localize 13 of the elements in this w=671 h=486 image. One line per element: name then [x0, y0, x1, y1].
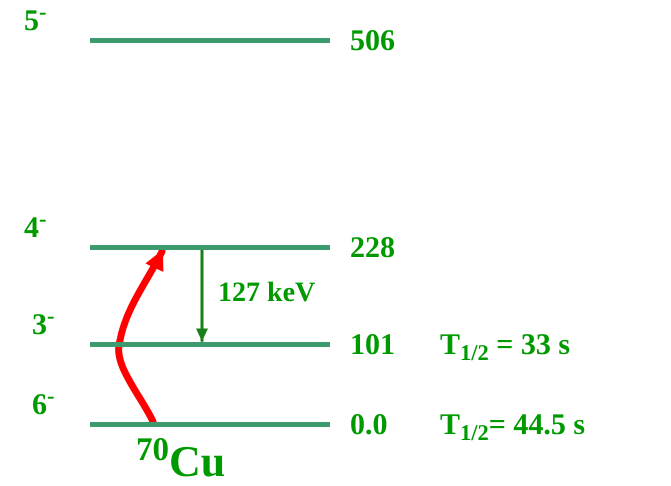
spin-parity-label: 3$^{-}$	[32, 310, 54, 340]
half-life-label: T$_{1/2}$ = 33 s	[440, 330, 570, 360]
energy-label: 101	[350, 330, 395, 360]
arrow	[196, 248, 208, 342]
energy-label: 228	[350, 233, 395, 263]
spin-parity-label: 6$^{-}$	[32, 390, 54, 420]
spin-parity-label: 5$^{-}$	[24, 6, 46, 36]
spin-parity-label: 4$^{-}$	[24, 213, 46, 243]
half-life-label: T$_{1/2}$= 44.5 s	[440, 410, 586, 440]
energy-label: 0.0	[350, 410, 388, 440]
nucleus-label: $^{70}$Cu	[136, 440, 226, 484]
arrow	[115, 248, 166, 425]
energy-label: 506	[350, 26, 395, 56]
